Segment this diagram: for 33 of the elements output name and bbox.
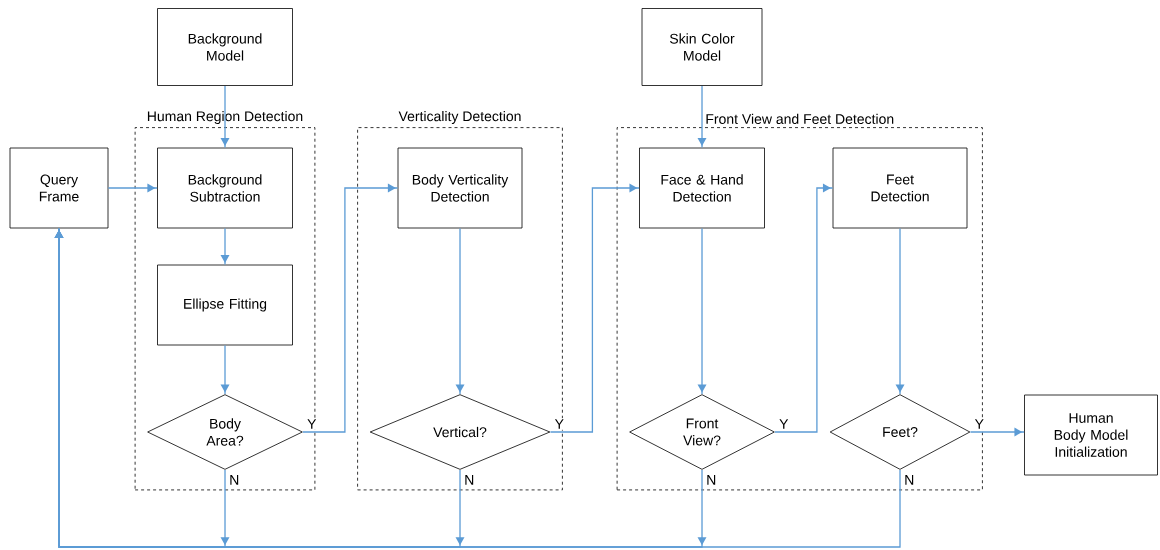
arrow xyxy=(697,85,707,149)
node-label: Human Region Detection xyxy=(147,110,303,124)
edge-label: N xyxy=(463,474,476,486)
process-box: Background Subtraction xyxy=(157,147,293,229)
process-box: Skin Color Model xyxy=(641,8,763,86)
arrow xyxy=(220,85,230,149)
node-label: Front View and Feet Detection xyxy=(706,113,894,125)
process-box: Body Verticality Detection xyxy=(397,147,523,229)
arrow xyxy=(107,183,158,193)
process-box: Human Body Model Initialization xyxy=(1024,394,1158,476)
edge-label: Y xyxy=(553,418,565,430)
process-box: Query Frame xyxy=(9,147,109,229)
process-box: Face & Hand Detection xyxy=(639,147,765,229)
process-box: Feet Detection xyxy=(832,147,968,229)
node-label: Verticality Detection xyxy=(398,110,521,124)
arrow xyxy=(220,227,230,266)
edge-label: N xyxy=(705,474,718,486)
edge-label: N xyxy=(903,474,916,486)
arrow xyxy=(895,227,905,395)
edge-label: Y xyxy=(778,418,790,430)
arrow xyxy=(302,183,399,433)
arrow xyxy=(220,344,230,395)
edge-label: Y xyxy=(973,418,985,430)
arrow xyxy=(969,427,1025,437)
process-box: Background Model xyxy=(157,8,293,86)
edge-label: N xyxy=(228,474,241,486)
arrow xyxy=(455,227,465,395)
edge-label: Y xyxy=(306,418,318,430)
arrow xyxy=(54,227,901,548)
arrow xyxy=(549,183,640,433)
process-box: Ellipse Fitting xyxy=(157,264,293,346)
arrow xyxy=(697,227,707,395)
arrow xyxy=(774,183,834,433)
